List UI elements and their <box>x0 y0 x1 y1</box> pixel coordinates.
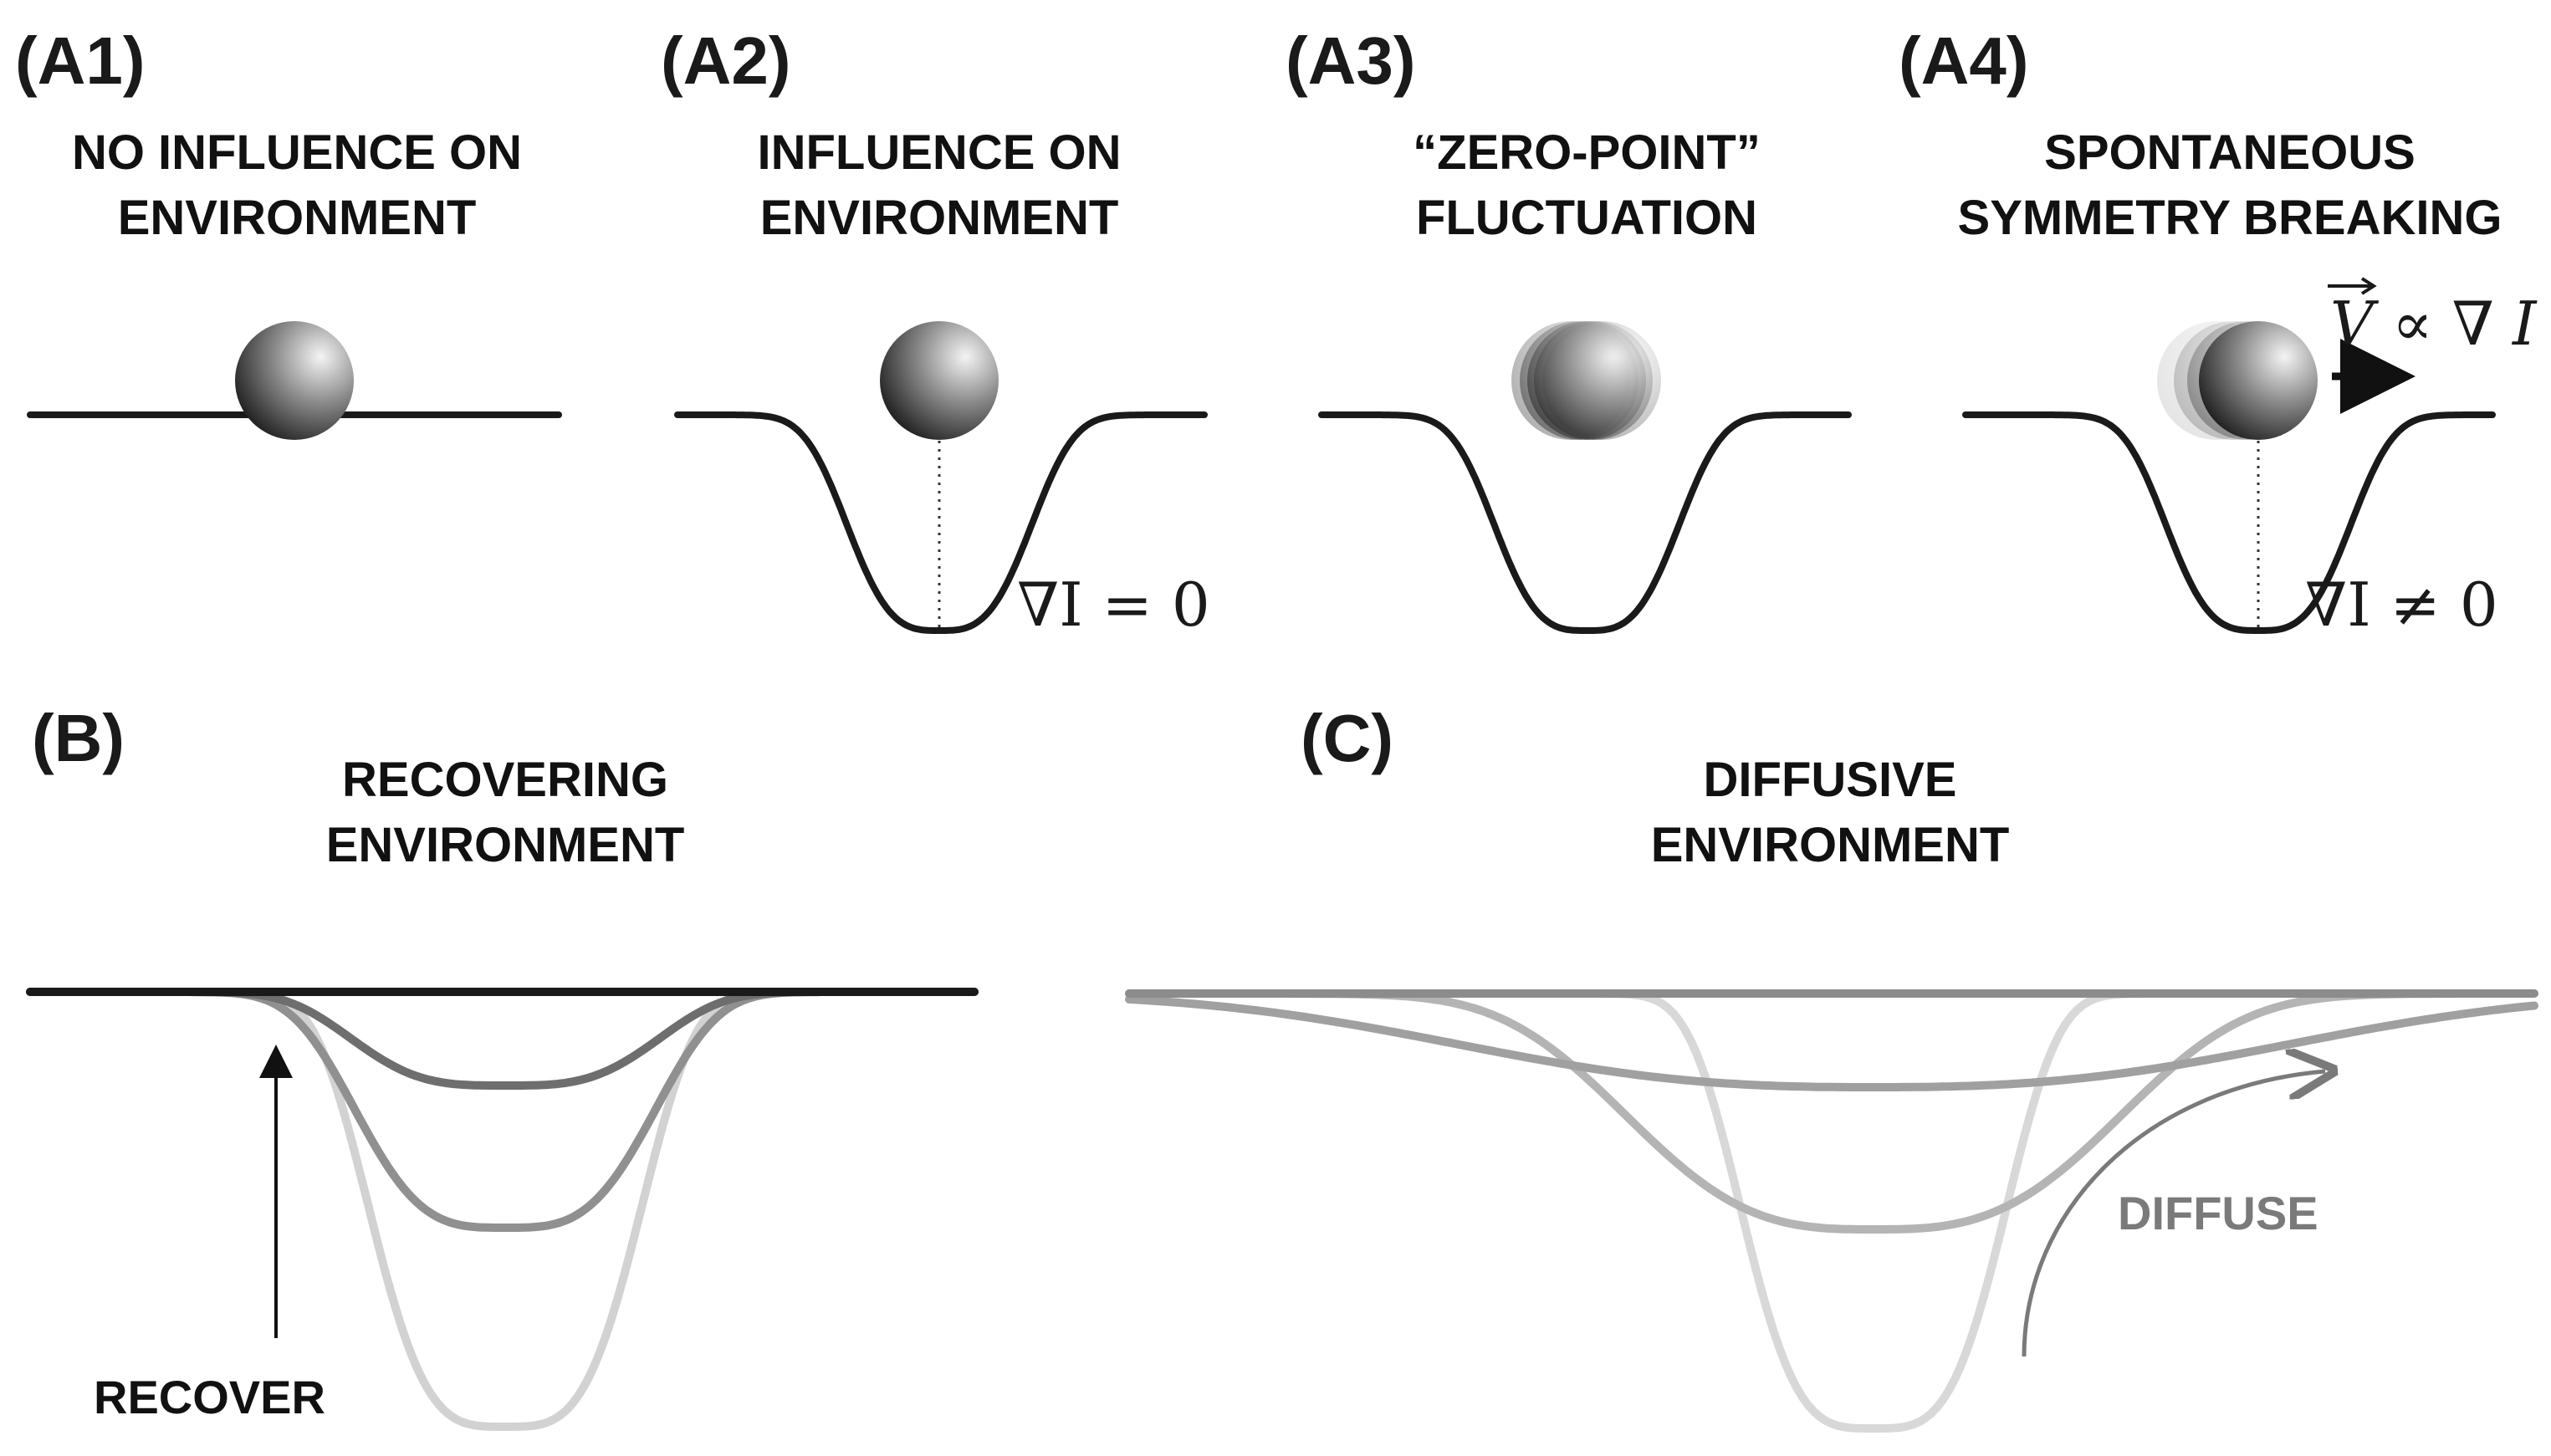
panel-a1: (A1) NO INFLUENCE ON ENVIRONMENT <box>15 23 562 440</box>
moving-ball-trail <box>2157 321 2318 440</box>
velocity-relation: V ∝ ∇ I <box>2328 277 2538 359</box>
panel-title-c-line2: ENVIRONMENT <box>1651 818 2010 872</box>
recovering-curve-medium <box>26 988 979 1232</box>
fluctuating-ball-ghosts <box>1511 321 1661 440</box>
particle-ball <box>235 321 354 440</box>
intensity-symbol: I <box>2511 289 2538 359</box>
diffusing-curve-narrow <box>1125 989 2538 1433</box>
panel-b: (B) RECOVERING ENVIRONMENT RECOVER <box>26 701 979 1431</box>
proportional-gradient-symbol: ∝ ∇ <box>2392 289 2494 359</box>
panel-label-b: (B) <box>32 701 125 775</box>
particle-ball <box>1527 321 1646 440</box>
panel-label-a2: (A2) <box>661 23 791 98</box>
panel-title-a4-line2: SYMMETRY BREAKING <box>1958 191 2502 245</box>
panel-label-a3: (A3) <box>1286 23 1416 98</box>
panel-title-a1-line1: NO INFLUENCE ON <box>72 125 522 180</box>
panel-label-a1: (A1) <box>15 23 146 98</box>
diffuse-arrow <box>2022 1071 2325 1357</box>
panel-c: (C) DIFFUSIVE ENVIRONMENT DIFFUSE <box>1125 701 2538 1433</box>
panel-title-a2-line1: INFLUENCE ON <box>758 125 1122 180</box>
particle-ball <box>880 321 999 440</box>
potential-well-curve <box>1962 411 2496 634</box>
diffusing-curve-medium <box>1125 989 2538 1234</box>
panel-title-b-line2: ENVIRONMENT <box>326 818 685 872</box>
panel-title-a3-line2: FLUCTUATION <box>1416 191 1757 245</box>
velocity-symbol: V <box>2330 289 2380 359</box>
panel-title-b-line1: RECOVERING <box>342 753 668 807</box>
panel-label-a4: (A4) <box>1899 23 2029 98</box>
recovering-curve-shallow <box>26 988 979 1090</box>
panel-title-a1-line2: ENVIRONMENT <box>118 191 477 245</box>
diffuse-label: DIFFUSE <box>2118 1187 2318 1239</box>
potential-well-curve <box>674 411 1208 634</box>
particle-ball <box>2199 321 2318 440</box>
panel-title-a2-line2: ENVIRONMENT <box>760 191 1119 245</box>
panel-a4: (A4) SPONTANEOUS SYMMETRY BREAKING V ∝ ∇… <box>1899 23 2538 640</box>
panel-label-c: (C) <box>1301 701 1393 775</box>
panel-a3: (A3) “ZERO-POINT” FLUCTUATION <box>1286 23 1852 634</box>
panel-a2: (A2) INFLUENCE ON ENVIRONMENT ∇I = 0 <box>661 23 1210 640</box>
potential-well-curve <box>1318 411 1852 634</box>
gradient-nonzero-equation: ∇I ≠ 0 <box>2305 570 2498 640</box>
diffusing-curve-wide <box>1125 994 2538 1091</box>
panel-title-a4-line1: SPONTANEOUS <box>2044 125 2416 180</box>
panel-title-c-line1: DIFFUSIVE <box>1704 753 1957 807</box>
panel-title-a3-line1: “ZERO-POINT” <box>1413 125 1761 180</box>
gradient-zero-equation: ∇I = 0 <box>1017 570 1210 640</box>
vector-arrow-head <box>2360 277 2377 295</box>
recovering-curve-deep <box>26 988 979 1431</box>
recover-label: RECOVER <box>94 1371 325 1423</box>
